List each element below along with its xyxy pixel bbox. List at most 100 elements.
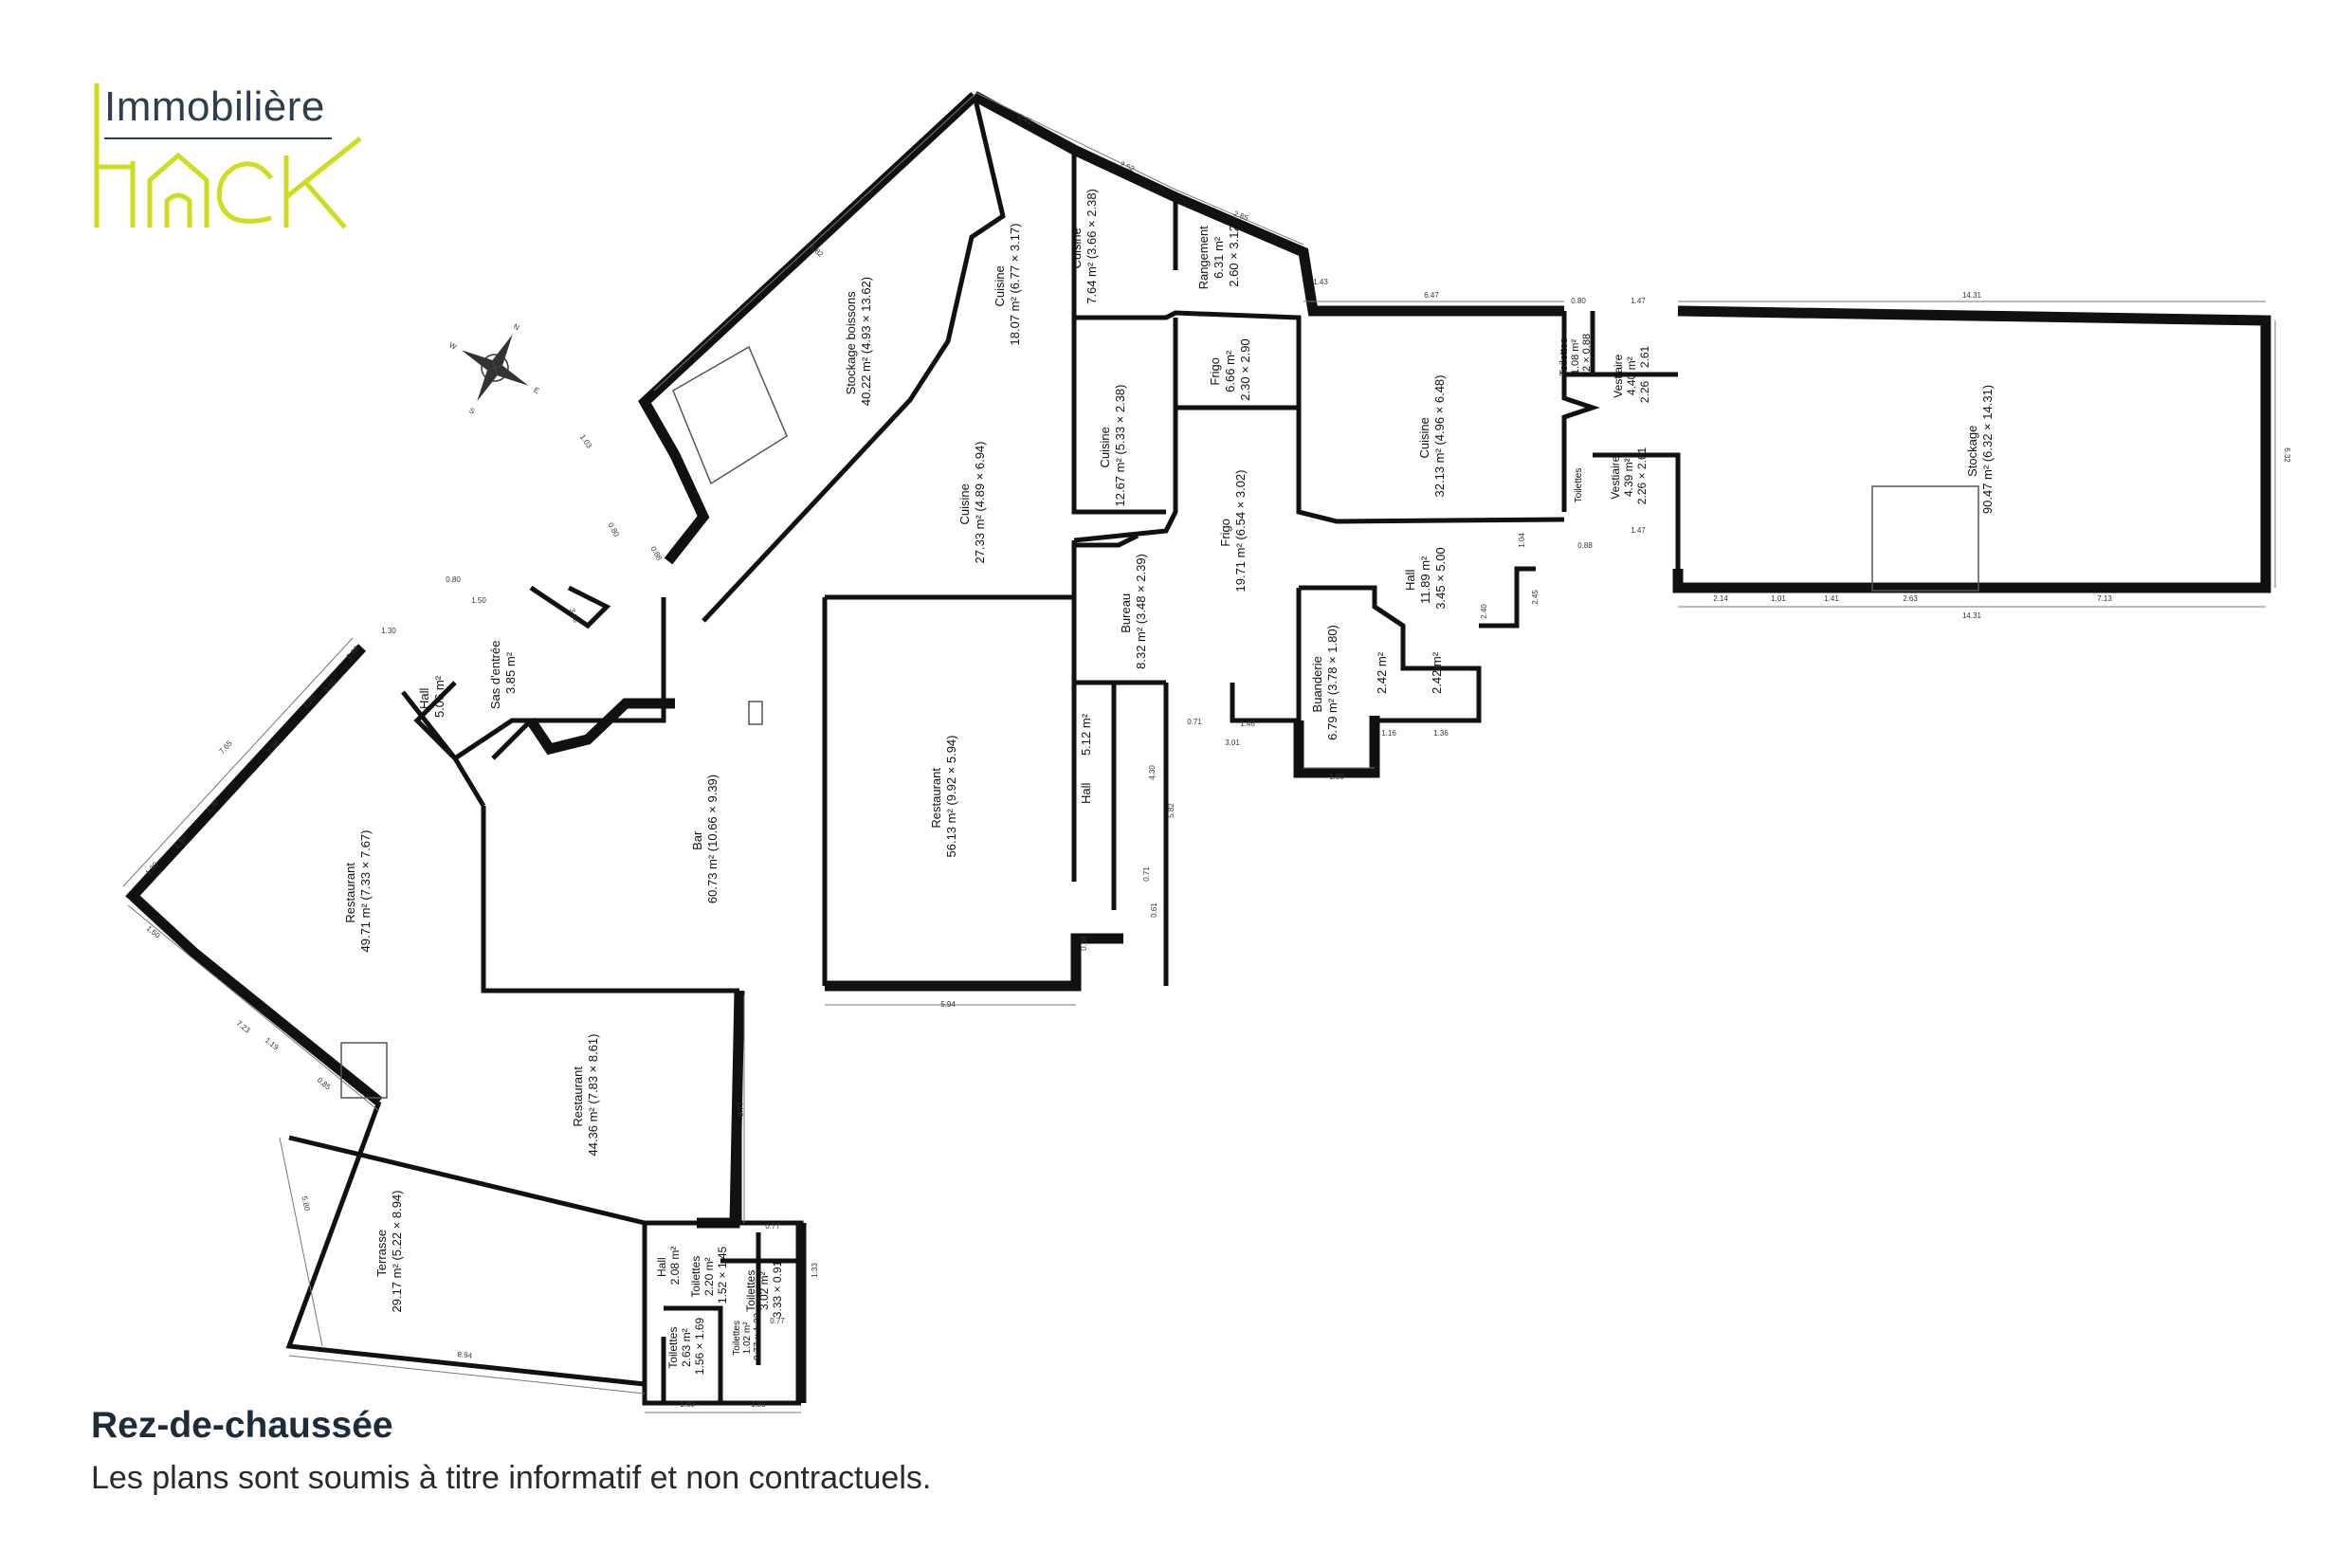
svg-text:1.16: 1.16 bbox=[1381, 729, 1396, 738]
svg-text:2.14: 2.14 bbox=[1713, 594, 1728, 603]
room-bar: Bar 60.73 m² (10.66 × 9.39) bbox=[690, 775, 720, 903]
room-restaurant-44: Restaurant 44.36 m² (7.83 × 8.61) bbox=[571, 1034, 600, 1157]
compass-n: N bbox=[512, 322, 521, 333]
room-small-b: 2.42 m² bbox=[1430, 651, 1444, 694]
brand-logo bbox=[94, 83, 362, 229]
svg-text:7.65: 7.65 bbox=[218, 738, 234, 756]
room-frigo-19: Frigo 19.71 m² (6.54 × 3.02) bbox=[1218, 470, 1248, 593]
room-toilettes-2-63: Toilettes 2.63 m² 1.56 × 1.69 bbox=[666, 1317, 706, 1375]
svg-text:1.46: 1.46 bbox=[1240, 720, 1255, 728]
sink-icon bbox=[748, 701, 763, 725]
dimension-values: 16.82 2.41 2.52 2.85 1.43 6.47 0.80 1.47… bbox=[144, 112, 2291, 1409]
svg-text:5.80: 5.80 bbox=[300, 1195, 311, 1212]
svg-text:1.04: 1.04 bbox=[1518, 533, 1526, 548]
room-hall-5-12: Hall 5.12 m² bbox=[1079, 713, 1093, 804]
svg-text:2.40: 2.40 bbox=[1480, 604, 1488, 619]
interior-walls bbox=[285, 95, 1681, 1406]
room-bureau: Bureau 8.32 m² (3.48 × 2.39) bbox=[1119, 554, 1148, 669]
svg-text:14.31: 14.31 bbox=[1962, 291, 1982, 300]
disclaimer-text: Les plans sont soumis à titre informatif… bbox=[91, 1460, 932, 1496]
compass-s: S bbox=[467, 406, 476, 415]
room-small-a: 2.42 m² bbox=[1375, 651, 1389, 694]
svg-text:1.47: 1.47 bbox=[1631, 297, 1646, 305]
room-terrasse: Terrasse 29.17 m² (5.22 × 8.94) bbox=[374, 1191, 404, 1313]
svg-text:1.33: 1.33 bbox=[811, 1263, 819, 1278]
svg-text:4.30: 4.30 bbox=[1148, 765, 1157, 780]
room-cuisine-12: Cuisine 12.67 m² (5.33 × 2.38) bbox=[1098, 385, 1127, 507]
room-cuisine-7: Cuisine 7.64 m² (3.66 × 2.38) bbox=[1069, 189, 1099, 304]
room-stockage-boissons: Stockage boissons 40.22 m² (4.93 × 13.62… bbox=[844, 277, 873, 406]
svg-text:2.63: 2.63 bbox=[1903, 594, 1918, 603]
storage-area-icon bbox=[1871, 485, 1979, 592]
logo-h-mark-icon bbox=[94, 83, 133, 228]
room-restaurant-56: Restaurant 56.13 m² (9.92 × 5.94) bbox=[929, 736, 958, 858]
compass-rose-icon: N E S W bbox=[447, 322, 540, 416]
svg-text:7.23: 7.23 bbox=[235, 1019, 252, 1035]
room-hall-11: Hall 11.89 m² 3.45 × 5.00 bbox=[1403, 547, 1448, 609]
room-vestiaire-a: Vestiaire 4.40 m² 2.26 × 2.61 bbox=[1612, 345, 1651, 403]
svg-text:0.77: 0.77 bbox=[770, 1317, 785, 1325]
svg-text:3.01: 3.01 bbox=[1225, 738, 1240, 747]
compass-w: W bbox=[447, 340, 458, 352]
svg-text:14.31: 14.31 bbox=[1962, 611, 1982, 620]
svg-text:0.88: 0.88 bbox=[1080, 936, 1088, 951]
room-hall-5-06: Hall 5.06 m² bbox=[417, 675, 447, 718]
floor-plan: N E S W bbox=[122, 91, 2291, 1413]
room-cuisine-32: Cuisine 32.13 m² (4.96 × 6.48) bbox=[1417, 375, 1447, 498]
room-toilettes-3-02: Toilettes 3.02 m² 3.33 × 0.91 bbox=[744, 1260, 784, 1318]
room-labels: Stockage boissons 40.22 m² (4.93 × 13.62… bbox=[343, 189, 1995, 1375]
stairs-icon bbox=[340, 1042, 388, 1099]
room-cuisine-18: Cuisine 18.07 m² (6.77 × 3.17) bbox=[993, 224, 1022, 346]
room-rangement: Rangement 6.31 m² 2.60 × 3.12 bbox=[1196, 223, 1241, 290]
svg-text:1.41: 1.41 bbox=[1824, 594, 1839, 603]
room-restaurant-49: Restaurant 49.71 m² (7.33 × 7.67) bbox=[343, 830, 373, 953]
svg-text:1.60: 1.60 bbox=[680, 1400, 695, 1409]
svg-text:1.53: 1.53 bbox=[751, 1400, 766, 1409]
svg-text:8.94: 8.94 bbox=[457, 1350, 473, 1360]
svg-text:0.80: 0.80 bbox=[606, 521, 621, 538]
svg-text:1.36: 1.36 bbox=[1433, 729, 1449, 738]
logo-c-icon bbox=[216, 161, 274, 224]
svg-text:1.03: 1.03 bbox=[578, 433, 594, 450]
room-stockage: Stockage 90.47 m² (6.32 × 14.31) bbox=[1965, 385, 1995, 514]
room-sas: Sas d'entrée 3.85 m² bbox=[488, 637, 518, 709]
room-vestiaire-b: Vestiaire 4.39 m² 2.26 × 2.61 bbox=[1609, 447, 1649, 504]
svg-text:7.13: 7.13 bbox=[2097, 594, 2112, 603]
room-toilettes-2-20: Toilettes 2.20 m² 1.52 × 1.45 bbox=[689, 1246, 729, 1304]
svg-text:5.82: 5.82 bbox=[1167, 803, 1176, 818]
room-toilettes-mid: Toilettes bbox=[1574, 468, 1584, 503]
svg-text:0.71: 0.71 bbox=[1142, 866, 1151, 882]
svg-text:5.94: 5.94 bbox=[940, 1000, 956, 1009]
svg-text:1.30: 1.30 bbox=[381, 627, 396, 635]
svg-text:6.47: 6.47 bbox=[1424, 291, 1439, 300]
svg-text:2.45: 2.45 bbox=[1531, 590, 1540, 605]
room-buanderie: Buanderie 6.79 m² (3.78 × 1.80) bbox=[1310, 625, 1340, 740]
floor-title: Rez-de-chaussée bbox=[91, 1405, 393, 1446]
svg-text:0.88: 0.88 bbox=[1577, 541, 1593, 550]
svg-text:1.50: 1.50 bbox=[471, 596, 486, 605]
chimney-icon bbox=[672, 345, 788, 485]
svg-text:1.01: 1.01 bbox=[1771, 594, 1786, 603]
svg-text:0.77: 0.77 bbox=[765, 1222, 780, 1231]
svg-text:1.43: 1.43 bbox=[1313, 278, 1328, 286]
room-hall-2-08: Hall 2.08 m² bbox=[655, 1247, 682, 1285]
svg-text:6.32: 6.32 bbox=[2283, 447, 2291, 463]
svg-text:0.88: 0.88 bbox=[648, 545, 664, 562]
room-frigo-6: Frigo 6.66 m² 2.30 × 2.90 bbox=[1208, 338, 1252, 400]
exterior-walls bbox=[125, 91, 2271, 1403]
dimension-lines bbox=[122, 92, 2276, 1413]
svg-text:1.47: 1.47 bbox=[1631, 526, 1646, 535]
svg-text:1.80: 1.80 bbox=[1329, 773, 1344, 781]
svg-text:0.71: 0.71 bbox=[1187, 718, 1202, 726]
svg-text:0.85: 0.85 bbox=[316, 1076, 333, 1092]
svg-text:0.80: 0.80 bbox=[446, 575, 461, 584]
room-toilettes-1-02: Toilettes 1.02 m² 0.77 × 1.33 bbox=[732, 1312, 763, 1360]
logo-k-icon bbox=[283, 137, 362, 229]
logo-a-house-icon bbox=[147, 152, 210, 228]
svg-text:9.77: 9.77 bbox=[737, 1102, 745, 1117]
room-cuisine-27: Cuisine 27.33 m² (4.89 × 6.94) bbox=[957, 442, 987, 564]
svg-text:0.61: 0.61 bbox=[1150, 903, 1158, 918]
compass-e: E bbox=[532, 386, 540, 395]
svg-text:0.80: 0.80 bbox=[1571, 297, 1586, 305]
room-toilettes-top: Toilettes 1.08 m² 22 × 0.88 bbox=[1558, 334, 1593, 377]
